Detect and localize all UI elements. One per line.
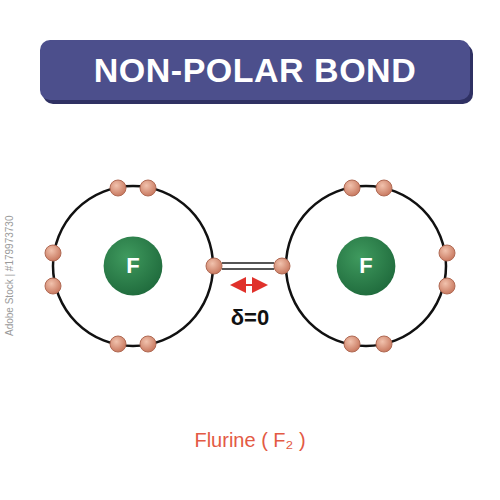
electron-shell xyxy=(53,186,213,346)
electron-dot xyxy=(344,336,360,352)
element-symbol: F xyxy=(126,253,139,279)
electron-dot xyxy=(376,180,392,196)
electron-dot xyxy=(439,245,455,261)
charge-label: δ=0 xyxy=(231,305,269,331)
atom-nucleus: F xyxy=(103,236,163,296)
title-banner: NON-POLAR BOND xyxy=(40,40,470,100)
electron-dot xyxy=(376,336,392,352)
watermark: Adobe Stock | #179973730 xyxy=(4,215,15,335)
double-arrow xyxy=(234,284,264,286)
electron-dot xyxy=(274,258,290,274)
electron-dot xyxy=(344,180,360,196)
bond-line xyxy=(222,268,274,270)
electron-dot xyxy=(140,336,156,352)
electron-dot xyxy=(140,180,156,196)
electron-dot xyxy=(110,180,126,196)
electron-dot xyxy=(45,245,61,261)
electrons xyxy=(45,180,455,352)
electron-shell xyxy=(286,186,446,346)
atom-nucleus: F xyxy=(336,236,396,296)
caption-text: Flurine ( F₂ ) xyxy=(194,429,305,452)
electron-dot xyxy=(439,278,455,294)
electron-dot xyxy=(110,336,126,352)
element-symbol: F xyxy=(359,253,372,279)
electron-dot xyxy=(206,258,222,274)
bond-line xyxy=(222,262,274,264)
electron-dot xyxy=(45,278,61,294)
title-text: NON-POLAR BOND xyxy=(94,51,416,90)
